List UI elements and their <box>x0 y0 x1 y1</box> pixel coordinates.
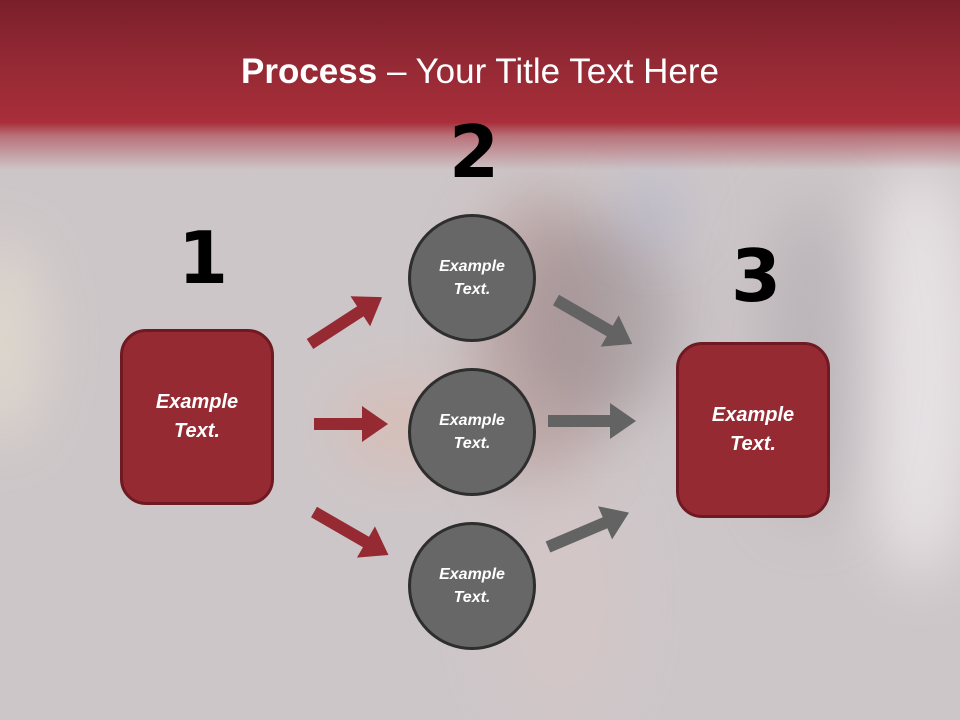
circle-middle-label-line1: Example <box>439 412 505 429</box>
arrow-right-icon <box>314 406 388 442</box>
arrow-down-right-icon <box>553 294 633 347</box>
step-number-1: 1 <box>178 216 229 300</box>
circle-bottom-label-line2: Text. <box>453 589 491 606</box>
circle-middle-label-line2: Text. <box>453 435 491 452</box>
circle-bottom-label-line1: Example <box>439 566 505 583</box>
slide-title: Process – Your Title Text Here <box>0 52 960 92</box>
arrow-up-right-icon <box>545 506 630 553</box>
title-bold: Process <box>241 52 378 91</box>
title-rest: – Your Title Text Here <box>377 52 719 91</box>
step-1-label-line1: Example <box>155 391 239 413</box>
step-number-2: 2 <box>449 110 500 194</box>
arrow-right-icon <box>548 403 636 439</box>
step-3-label-line2: Text. <box>730 433 776 455</box>
step-number-3: 3 <box>731 234 782 318</box>
step-3-label-line1: Example <box>711 404 795 426</box>
arrow-down-right-icon <box>311 506 389 558</box>
step-1-label-line2: Text. <box>174 420 220 442</box>
circle-top-label-line2: Text. <box>453 281 491 298</box>
title-bar <box>0 0 960 170</box>
circle-top-label-line1: Example <box>439 258 505 275</box>
gray-arrows <box>545 294 636 553</box>
arrow-up-right-icon <box>306 296 383 350</box>
red-arrows <box>306 296 389 558</box>
